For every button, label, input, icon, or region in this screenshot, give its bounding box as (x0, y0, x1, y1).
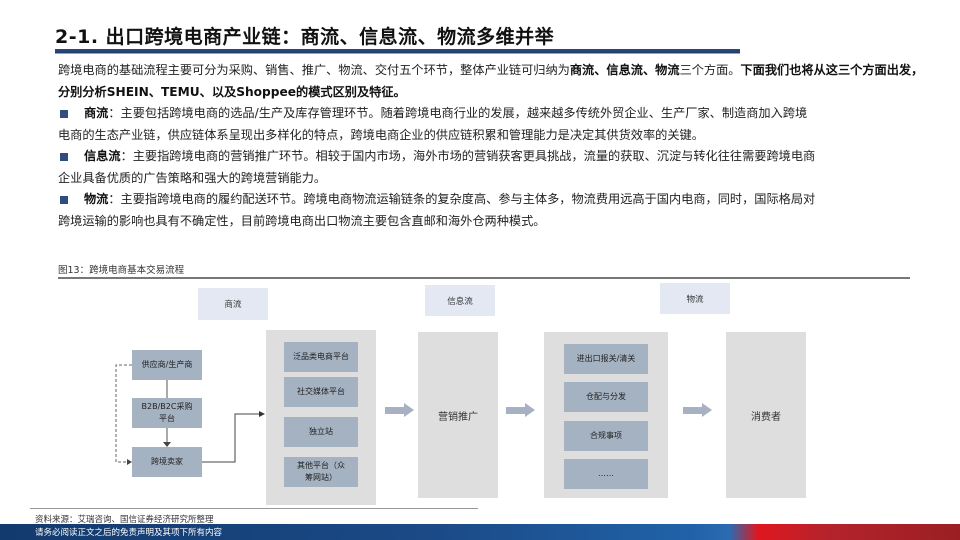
b2b-b2c-platform-box: B2B/B2C采购平台 (132, 398, 202, 428)
title-underline-light (55, 53, 740, 54)
cross-border-seller-box: 跨境卖家 (132, 447, 202, 477)
bullet-label: 信息流 (84, 149, 121, 163)
logistics-more: …… (564, 459, 648, 489)
bullet-label: 商流 (84, 106, 109, 120)
logistics-customs: 进出口报关/清关 (564, 344, 648, 374)
logistics-compliance: 合规事项 (564, 421, 648, 451)
intro-bold-analysis: 下面我们也将从这三个方面出发，分别分析SHEIN、TEMU、以及Shoppee的… (58, 63, 924, 99)
bullet-text-continued: 电商的生态产业链，供应链体系呈现出多样化的特点，跨境电商企业的供应链积累和管理能… (58, 127, 704, 142)
bullet-information-flow: 信息流：主要指跨境电商的营销推广环节。相较于国内市场，海外市场的营销获客更具挑战… (58, 146, 928, 168)
bullet-text: ：主要指跨境电商的履约配送环节。跨境电商物流运输链条的复杂度高、参与主体多，物流… (108, 192, 816, 206)
bullet-text-continued: 跨境运输的影响也具有不确定性，目前跨境电商出口物流主要包含直邮和海外仓两种模式。 (58, 213, 546, 228)
platform-other: 其他平台（众筹网站） (284, 457, 358, 487)
bullet-text: ：主要包括跨境电商的选品/生产及库存管理环节。随着跨境电商行业的发展，越来越多传… (108, 106, 808, 120)
category-information-flow: 信息流 (425, 285, 495, 316)
source-note: 资料来源：艾瑞咨询、国信证券经济研究所整理 (35, 515, 214, 525)
intro-text-2: 三个方面。 (679, 63, 741, 77)
logistics-warehousing: 仓配与分发 (564, 382, 648, 412)
figure-divider (58, 277, 910, 279)
marketing-panel: 营销推广 (418, 332, 498, 498)
bullet-logistics-flow: 物流：主要指跨境电商的履约配送环节。跨境电商物流运输链条的复杂度高、参与主体多，… (58, 189, 928, 211)
bullet-label: 物流 (84, 192, 109, 206)
body-text: 跨境电商的基础流程主要可分为采购、销售、推广、物流、交付五个环节，整体产业链可归… (58, 60, 928, 232)
flow-arrow-icon (385, 403, 415, 417)
bullet-square-icon (60, 110, 68, 118)
page-title: 2-1. 出口跨境电商产业链：商流、信息流、物流多维并举 (55, 26, 555, 48)
supplier-manufacturer-box: 供应商/生产商 (132, 350, 202, 380)
flow-arrow-icon (506, 403, 536, 417)
category-logistics-flow: 物流 (660, 283, 730, 314)
intro-paragraph: 跨境电商的基础流程主要可分为采购、销售、推广、物流、交付五个环节，整体产业链可归… (58, 60, 928, 103)
figure-caption: 图13：跨境电商基本交易流程 (58, 265, 185, 276)
intro-text: 跨境电商的基础流程主要可分为采购、销售、推广、物流、交付五个环节，整体产业链可归… (58, 63, 570, 77)
platform-general-ecommerce: 泛品类电商平台 (284, 342, 358, 372)
category-commerce-flow: 商流 (198, 288, 268, 320)
title-underline (55, 49, 740, 53)
consumer-panel: 消费者 (726, 332, 806, 498)
bullet-square-icon (60, 153, 68, 161)
footer-bar (0, 524, 960, 540)
flow-diagram: 商流 信息流 物流 供应商/生产商 B2B/B2C采购平台 跨境卖家 泛品类电商… (0, 280, 960, 510)
platform-independent-site: 独立站 (284, 417, 358, 447)
disclaimer-text: 请务必阅读正文之后的免责声明及其项下所有内容 (35, 528, 223, 538)
intro-bold-flows: 商流、信息流、物流 (569, 63, 680, 77)
flow-arrow-icon (683, 403, 713, 417)
bullet-square-icon (60, 196, 68, 204)
bullet-text: ：主要指跨境电商的营销推广环节。相较于国内市场，海外市场的营销获客更具挑战，流量… (120, 149, 816, 163)
connector-lines (115, 364, 265, 465)
bullet-commerce-flow: 商流：主要包括跨境电商的选品/生产及库存管理环节。随着跨境电商行业的发展，越来越… (58, 103, 928, 125)
platform-social-media: 社交媒体平台 (284, 377, 358, 407)
bullet-text-continued: 企业具备优质的广告策略和强大的跨境营销能力。 (58, 170, 327, 185)
source-divider (30, 508, 478, 509)
